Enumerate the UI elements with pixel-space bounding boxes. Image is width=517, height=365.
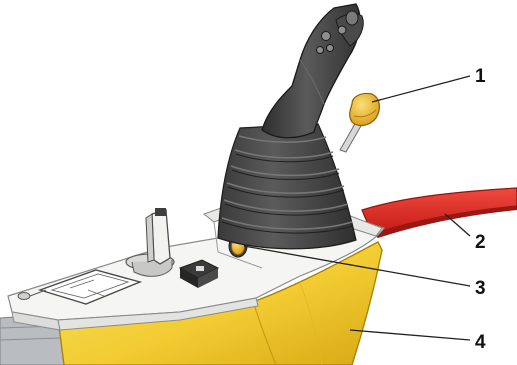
callout-3: 3: [475, 278, 486, 299]
leader-line-4: [350, 330, 470, 340]
callout-1: 1: [475, 66, 486, 87]
key-switch: [126, 208, 174, 276]
callout-2: 2: [475, 232, 486, 253]
leader-line-1: [372, 76, 470, 102]
rubber-boot: [218, 124, 356, 249]
joystick-handle: [262, 4, 363, 138]
callout-4: 4: [475, 332, 486, 353]
trigger-button: [340, 93, 379, 152]
red-strap: [362, 188, 517, 238]
